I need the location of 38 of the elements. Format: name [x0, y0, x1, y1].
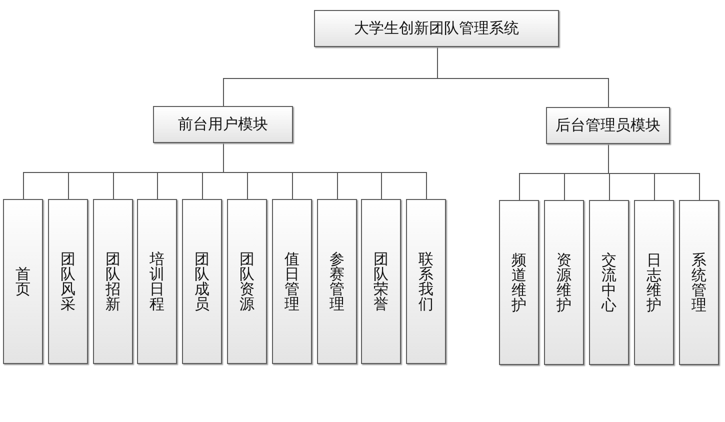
module-title: 前台用户模块 — [178, 116, 268, 134]
function-label: 团队招新 — [106, 252, 120, 312]
function-label: 资源维护 — [556, 252, 572, 312]
function-box — [679, 200, 719, 365]
function-box — [182, 199, 222, 364]
function-box — [48, 199, 88, 364]
function-label: 团队风采 — [60, 252, 76, 312]
connector-line — [223, 142, 427, 200]
function-box — [227, 199, 267, 364]
system-title: 大学生创新团队管理系统 — [354, 20, 519, 38]
function-box — [544, 200, 584, 365]
function-box — [406, 199, 446, 364]
function-box — [3, 199, 43, 364]
function-box — [317, 199, 357, 364]
function-label: 交流中心 — [602, 252, 616, 312]
system-box — [314, 10, 559, 47]
connector-line — [437, 46, 609, 108]
function-label: 频道维护 — [512, 252, 526, 312]
function-box — [93, 199, 133, 364]
function-label: 团队荣誉 — [374, 252, 388, 312]
module-box — [546, 107, 670, 144]
function-label: 首页 — [16, 266, 30, 296]
function-label: 系统管理 — [692, 252, 706, 312]
module-title: 后台管理员模块 — [556, 116, 660, 134]
module-box — [153, 106, 293, 143]
function-label: 培训日程 — [150, 252, 164, 312]
function-label: 团队成员 — [194, 252, 210, 312]
function-label: 联系我们 — [418, 252, 434, 312]
function-box — [361, 199, 401, 364]
function-label: 团队资源 — [240, 252, 254, 312]
function-box — [499, 200, 539, 365]
function-label: 值日管理 — [284, 252, 300, 312]
function-label: 日志维护 — [646, 252, 662, 312]
function-box — [137, 199, 177, 364]
function-box — [589, 200, 629, 365]
function-box — [634, 200, 674, 365]
function-label: 参赛管理 — [330, 252, 344, 312]
function-box — [272, 199, 312, 364]
